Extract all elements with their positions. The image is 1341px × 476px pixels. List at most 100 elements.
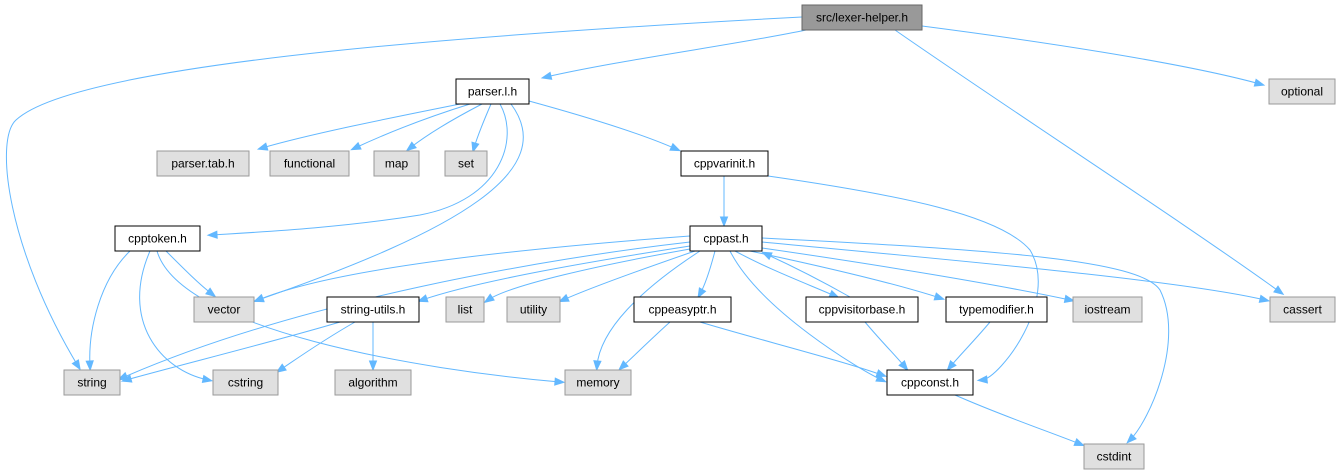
arrowhead-icon (1253, 78, 1266, 87)
node-label: cstring (228, 376, 263, 390)
node-box (689, 225, 763, 252)
arrowhead-icon (85, 360, 94, 372)
arrowhead-icon (976, 375, 988, 384)
edge-line (421, 245, 691, 301)
node-cppast[interactable]: cppast.h (689, 225, 763, 252)
arrowhead-icon (350, 141, 362, 151)
edge-parser-l-to-cppvarinit (528, 100, 681, 152)
edge-cppast-to-cppeasyptr (697, 250, 716, 299)
arrowhead-icon (593, 360, 602, 372)
node-typemodifier[interactable]: typemodifier.h (945, 296, 1048, 323)
edge-line (165, 250, 213, 295)
edge-line (257, 103, 524, 301)
node-label: cpptoken.h (128, 232, 187, 246)
node-label: cppast.h (703, 232, 748, 246)
node-label: set (458, 157, 475, 171)
node-set: set (444, 150, 488, 177)
edge-typemodifier-to-cppconst (946, 321, 991, 372)
arrowhead-icon (618, 360, 629, 371)
edge-lexer-helper-to-optional (921, 25, 1266, 87)
arrowhead-icon (256, 142, 269, 151)
node-lexer-helper[interactable]: src/lexer-helper.h (801, 4, 923, 31)
arrowhead-icon (275, 363, 287, 373)
edge-line (354, 103, 471, 149)
edge-cppast-to-vector (253, 235, 691, 303)
edge-line (562, 250, 696, 301)
node-label: parser.tab.h (171, 157, 234, 171)
node-cppeasyptr[interactable]: cppeasyptr.h (633, 296, 732, 323)
node-label: optional (1281, 85, 1323, 99)
node-box (444, 150, 488, 177)
edge-cppast-to-cassert (761, 241, 1271, 303)
node-iostream: iostream (1072, 296, 1143, 323)
edge-line (596, 250, 701, 367)
node-label: src/lexer-helper.h (816, 11, 908, 25)
edge-line (894, 29, 1281, 293)
node-label: memory (576, 376, 619, 390)
arrowhead-icon (205, 287, 217, 298)
node-map: map (373, 150, 420, 177)
node-label: cstdint (1097, 450, 1132, 464)
arrowhead-icon (933, 292, 946, 301)
edge-line (257, 235, 691, 301)
edge-string-utils-to-cstring (275, 321, 356, 373)
arrowhead-icon (416, 294, 429, 303)
node-parser-tab: parser.tab.h (156, 150, 250, 177)
edge-line (699, 250, 716, 295)
node-label: cppeasyptr.h (648, 303, 716, 317)
node-label: utility (520, 303, 547, 317)
node-box (156, 150, 250, 177)
edge-cppast-to-utility (558, 250, 696, 303)
node-cppvisitorbase[interactable]: cppvisitorbase.h (805, 296, 919, 323)
edge-line (761, 237, 1170, 441)
edge-cpptoken-to-memory (156, 250, 566, 386)
edge-string-utils-to-string (120, 321, 341, 383)
edge-line (734, 250, 836, 297)
edge-cppvisitorbase-to-cppconst (864, 321, 909, 372)
node-box (63, 369, 121, 396)
node-box (1268, 78, 1336, 105)
node-box (633, 296, 732, 323)
node-cstdint: cstdint (1083, 443, 1145, 470)
edge-line (749, 250, 941, 299)
node-box (445, 296, 485, 323)
edge-line (211, 103, 508, 236)
arrowhead-icon (558, 293, 570, 303)
edge-parser-l-to-functional (350, 103, 471, 151)
edge-cpptoken-to-string (85, 250, 131, 372)
arrowhead-icon (697, 287, 707, 299)
edge-line (545, 29, 807, 78)
edge-cppast-to-cstdint (761, 237, 1170, 444)
node-cppvarinit[interactable]: cppvarinit.h (680, 150, 769, 177)
edge-line (5, 16, 803, 367)
node-box (801, 4, 923, 31)
node-string-utils[interactable]: string-utils.h (326, 296, 420, 323)
node-cppconst[interactable]: cppconst.h (886, 369, 974, 396)
node-cpptoken[interactable]: cpptoken.h (114, 225, 201, 252)
edge-line (864, 321, 906, 368)
edge-parser-l-to-cpptoken (206, 103, 508, 239)
edge-cppconst-to-cstdint (954, 394, 1085, 447)
node-vector: vector (193, 296, 255, 323)
edge-line (409, 103, 483, 149)
node-label: string-utils.h (341, 303, 406, 317)
edge-line (621, 321, 671, 368)
node-utility: utility (506, 296, 561, 323)
arrowhead-icon (540, 71, 553, 80)
arrowhead-icon (761, 251, 773, 261)
edge-cppast-to-string-utils (416, 245, 691, 303)
node-box (1269, 296, 1336, 323)
node-label: iostream (1084, 303, 1130, 317)
edge-string-utils-to-algorithm (368, 322, 378, 372)
edge-cppast-to-list (483, 248, 691, 304)
edge-lexer-helper-to-cassert (894, 29, 1285, 296)
arrowhead-icon (201, 374, 214, 384)
edge-line (121, 241, 691, 379)
node-box (506, 296, 561, 323)
node-optional: optional (1268, 78, 1336, 105)
node-parser-l[interactable]: parser.l.h (455, 78, 530, 105)
edge-cppvarinit-to-cppast (719, 176, 729, 228)
edge-cpptoken-to-vector (165, 250, 217, 298)
node-box (886, 369, 974, 396)
node-label: cppvarinit.h (694, 157, 755, 171)
